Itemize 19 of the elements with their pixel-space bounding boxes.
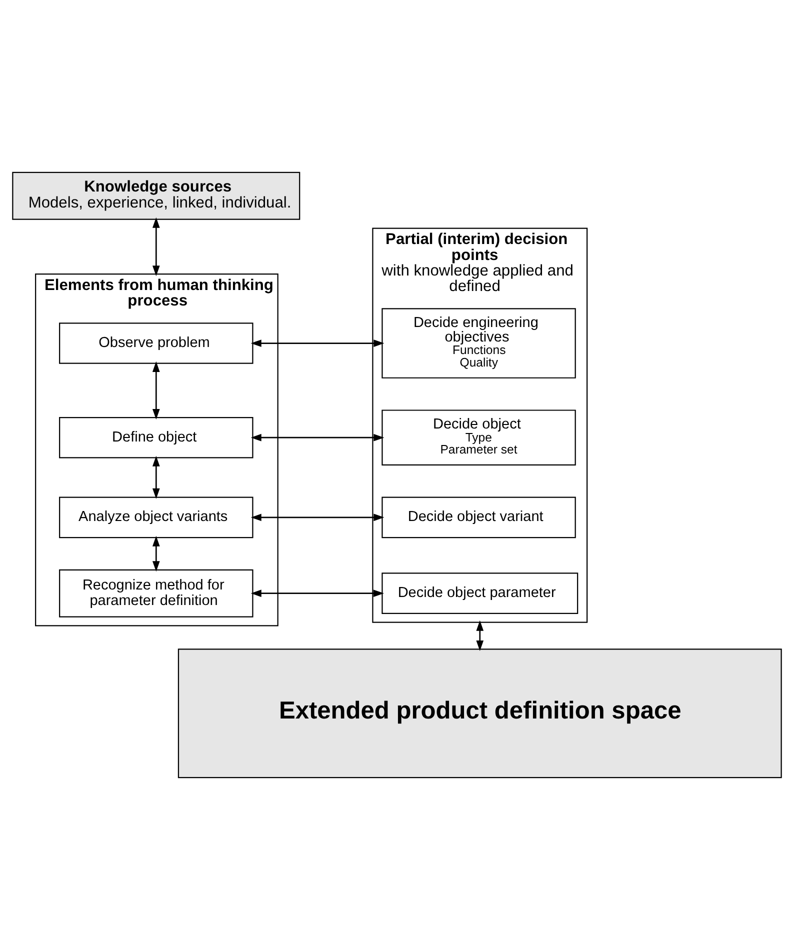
arrow (250, 514, 384, 522)
node-box: Decide object parameter (382, 572, 578, 614)
node-box: Decide object Type Parameter set (382, 410, 576, 466)
arrow (152, 217, 160, 276)
arrow (476, 620, 484, 651)
node-box: Define object (59, 416, 254, 458)
arrow (250, 434, 384, 442)
arrow (152, 361, 160, 420)
node-box: Decide engineering objectives Functions Quality (382, 308, 576, 378)
arrow (250, 590, 384, 598)
node-box: Analyze object variants (59, 496, 254, 538)
node-box: Extended product definition space (178, 648, 782, 778)
arrow (152, 536, 160, 572)
arrow (250, 340, 384, 347)
node-box: Decide object variant (382, 496, 576, 538)
arrow (152, 456, 160, 499)
node-box: Observe problem (59, 322, 254, 364)
node-box: Recognize method for parameter definition (59, 569, 254, 618)
node-box: Knowledge sources Models, experience, linked, individual. (12, 172, 300, 220)
